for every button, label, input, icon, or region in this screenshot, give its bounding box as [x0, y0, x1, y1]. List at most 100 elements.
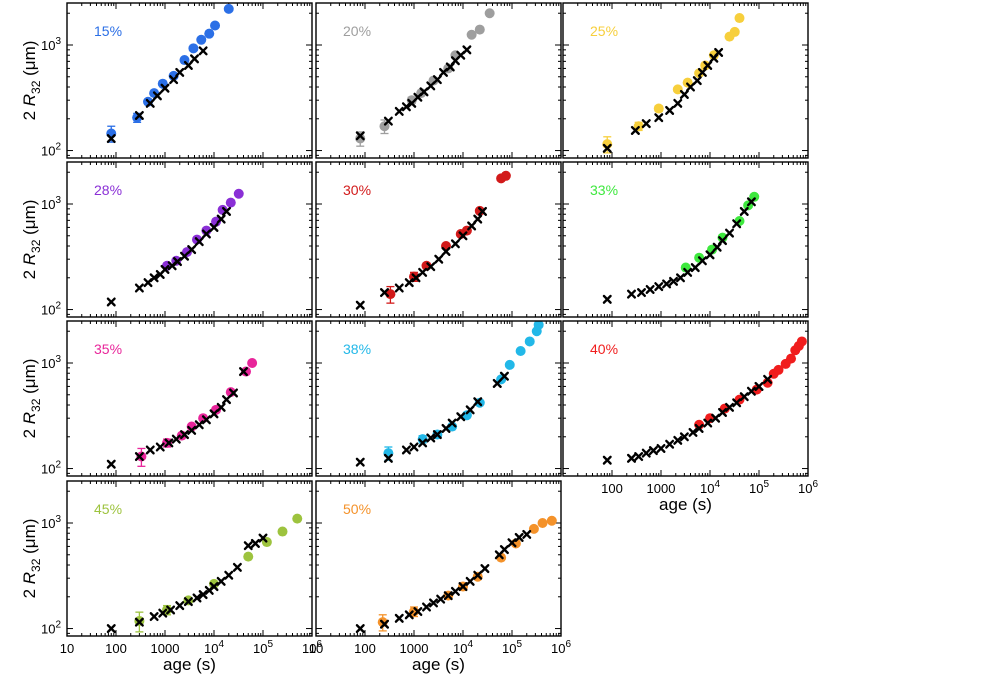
- x-tick-label-base: 10: [502, 641, 516, 656]
- model-point: [404, 278, 414, 288]
- model-point: [443, 591, 453, 601]
- model-point: [179, 251, 189, 261]
- x-tick-label: 100: [354, 641, 376, 656]
- model-point: [754, 381, 764, 391]
- model-point: [355, 300, 365, 310]
- model-point: [224, 570, 234, 580]
- panel-20pct: 20%: [315, 2, 562, 159]
- model-point: [209, 222, 219, 232]
- model-point: [499, 545, 509, 555]
- model-point: [465, 576, 475, 586]
- x-axis-label: age (s): [163, 655, 216, 674]
- model-point: [626, 453, 636, 463]
- measured-point: [546, 515, 557, 526]
- measured-point: [225, 197, 236, 208]
- panel-label: 15%: [94, 23, 122, 39]
- model-point: [426, 81, 436, 91]
- measured-point: [277, 526, 288, 537]
- model-point: [173, 257, 183, 267]
- x-tick-label-exp: 4: [467, 639, 473, 650]
- model-point: [155, 442, 165, 452]
- model-point: [648, 446, 658, 456]
- y-tick-label-base: 10: [41, 622, 55, 637]
- panel-data: [602, 13, 745, 154]
- model-point: [690, 263, 700, 273]
- measured-point: [717, 232, 728, 243]
- panel-data: [602, 336, 807, 465]
- model-point: [216, 576, 226, 586]
- panel-label: 35%: [94, 341, 122, 357]
- panel-frame: [315, 320, 562, 477]
- y-tick-label: 103: [41, 36, 61, 53]
- measured-point: [474, 205, 485, 216]
- y-axis-label-unit: (μm): [20, 359, 39, 399]
- model-point: [355, 624, 365, 634]
- model-point: [426, 433, 436, 443]
- model-point: [145, 445, 155, 455]
- measured-point: [223, 3, 234, 14]
- model-point: [630, 125, 640, 135]
- y-tick-label-exp: 3: [55, 195, 61, 206]
- y-tick-label-exp: 2: [55, 301, 61, 312]
- measured-point: [528, 523, 539, 534]
- model-point: [209, 409, 219, 419]
- y-axis-label: 2 R32 (μm): [20, 359, 43, 439]
- x-tick-label: 1000: [400, 641, 429, 656]
- x-tick-label: 105: [502, 639, 522, 656]
- y-tick-label-exp: 3: [55, 514, 61, 525]
- model-point: [465, 405, 475, 415]
- measured-point: [504, 359, 515, 370]
- model-point: [394, 283, 404, 293]
- measured-point: [474, 24, 485, 35]
- measured-point: [708, 50, 719, 61]
- measured-point: [209, 578, 219, 589]
- model-point: [602, 294, 612, 304]
- y-axis-label-sub: 32: [29, 239, 43, 253]
- x-tick-label-base: 1000: [647, 481, 676, 496]
- model-point: [492, 378, 502, 388]
- x-tick-label-exp: 5: [267, 639, 273, 650]
- measured-point: [729, 26, 740, 37]
- measured-point: [211, 216, 222, 227]
- y-axis-label-prefix: 2: [20, 106, 39, 120]
- model-point: [686, 82, 696, 92]
- y-tick-label-base: 10: [41, 38, 55, 53]
- y-axis-label-unit: (μm): [20, 41, 39, 81]
- model-point: [450, 239, 460, 249]
- x-tick-label: 104: [700, 479, 720, 496]
- model-point: [166, 605, 176, 615]
- model-point: [705, 250, 715, 260]
- model-point: [739, 206, 749, 216]
- x-tick-label-exp: 5: [516, 639, 522, 650]
- x-tick-label: 100: [601, 481, 623, 496]
- model-point: [673, 98, 683, 108]
- model-point: [250, 538, 260, 548]
- x-tick-label-base: 10: [551, 641, 565, 656]
- x-tick-label-base: 10: [798, 481, 812, 496]
- x-tick-label: 10: [60, 641, 74, 656]
- x-tick-label-base: 10: [453, 641, 467, 656]
- y-tick-label-base: 10: [41, 144, 55, 159]
- measured-point: [700, 60, 711, 71]
- x-tick-label: 104: [204, 639, 224, 656]
- model-point: [641, 448, 651, 458]
- model-point: [458, 582, 468, 592]
- model-point: [228, 388, 238, 398]
- x-tick-label: 100: [105, 641, 127, 656]
- panel-frame: [66, 161, 313, 318]
- model-point: [732, 219, 742, 229]
- model-point: [149, 273, 159, 283]
- model-point: [688, 427, 698, 437]
- panel-label: 28%: [94, 182, 122, 198]
- x-tick-label-base: 1000: [151, 641, 180, 656]
- model-point: [192, 593, 202, 603]
- y-axis-label: 2 R32 (μm): [20, 41, 43, 121]
- model-point: [432, 430, 442, 440]
- measured-point: [210, 20, 221, 31]
- model-point: [422, 602, 432, 612]
- model-point: [158, 608, 168, 618]
- model-point: [160, 83, 170, 93]
